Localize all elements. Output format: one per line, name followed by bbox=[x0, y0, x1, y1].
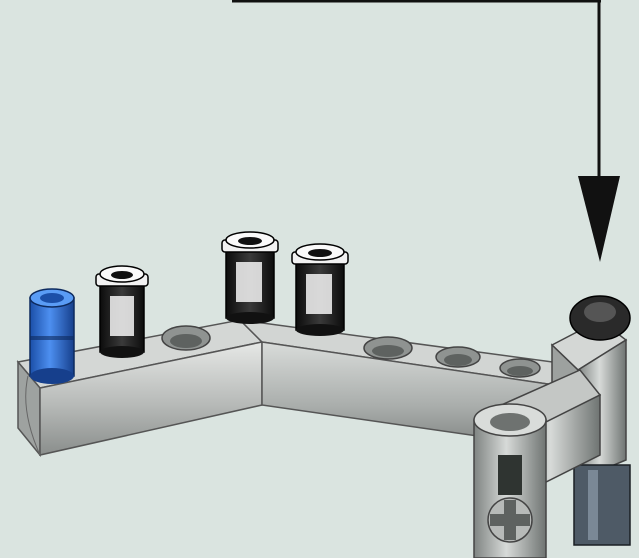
blue-axle-pin bbox=[30, 289, 74, 384]
friction-pin-1 bbox=[96, 266, 148, 358]
insertion-arrow bbox=[232, 0, 620, 262]
friction-pin-3 bbox=[292, 244, 348, 336]
friction-pin-2 bbox=[222, 232, 278, 324]
